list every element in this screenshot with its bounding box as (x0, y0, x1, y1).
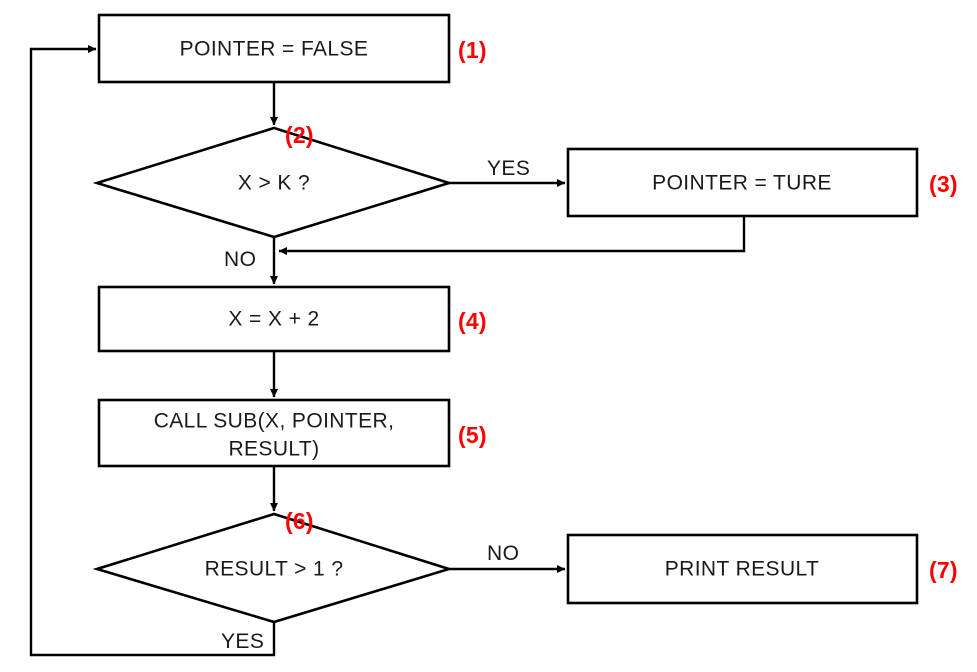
edge-label-no-result-gt-1: NO (487, 542, 519, 565)
node-pointer-false[interactable] (97, 13, 451, 84)
node-pointer-ture-label: POINTER = TURE (652, 172, 832, 195)
node-pointer-false-label: POINTER = FALSE (180, 38, 369, 61)
node-call-sub-label-line1: CALL SUB(X, POINTER, (154, 410, 395, 433)
node-decision-result-gt-1-label: RESULT > 1 ? (205, 558, 344, 581)
step-label-4: (4) (458, 308, 487, 334)
node-call-sub-label-line2: RESULT) (228, 438, 319, 461)
node-print-result[interactable] (566, 533, 919, 605)
step-label-2: (2) (285, 122, 314, 148)
step-label-3: (3) (929, 171, 958, 197)
step-label-7: (7) (929, 557, 958, 583)
node-x-assign-label: X = X + 2 (228, 308, 319, 331)
node-decision-result-gt-1[interactable] (92, 512, 454, 624)
node-decision-x-gt-k[interactable] (92, 126, 454, 239)
node-decision-x-gt-k-label: X > K ? (238, 172, 310, 195)
edge-label-yes-x-gt-k: YES (487, 157, 530, 180)
node-x-assign[interactable] (97, 285, 451, 353)
node-call-sub[interactable] (97, 398, 451, 468)
connector-loopback-to-pointer-false (29, 44, 276, 657)
step-label-6: (6) (285, 508, 314, 534)
edge-label-yes-result-gt-1: YES (221, 630, 264, 653)
connector-n3-to-no-trunk (278, 216, 746, 256)
node-pointer-ture[interactable] (566, 147, 919, 218)
step-label-5: (5) (458, 422, 487, 448)
edge-label-no-x-gt-k: NO (224, 248, 256, 271)
node-print-result-label: PRINT RESULT (665, 558, 820, 581)
step-label-1: (1) (458, 37, 487, 63)
